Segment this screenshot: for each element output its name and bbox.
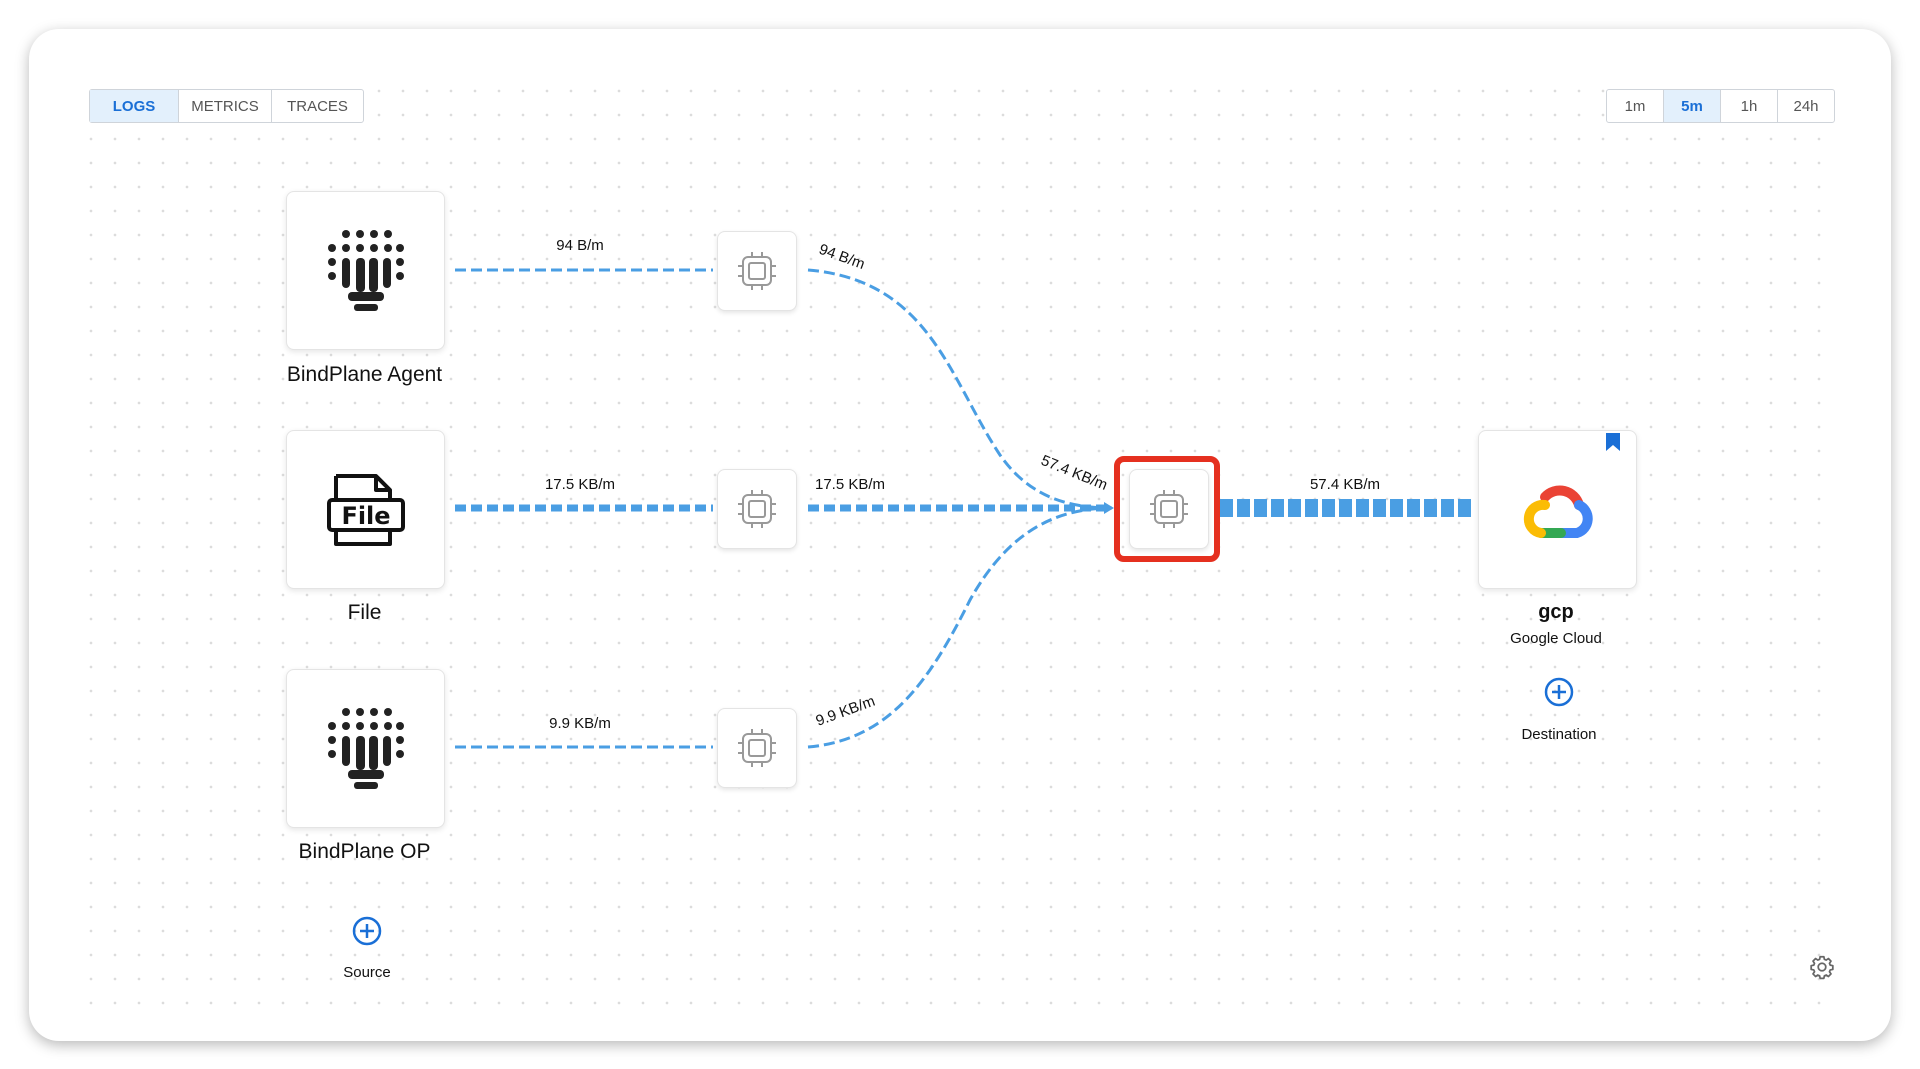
rate-label-file: 17.5 KB/m xyxy=(545,476,615,493)
source-node-bindplane-op[interactable] xyxy=(286,669,445,828)
tab-logs[interactable]: LOGS xyxy=(90,90,179,122)
edge-arrow-icon xyxy=(1104,502,1114,514)
bindplane-logo-icon xyxy=(327,229,404,311)
add-destination-button[interactable] xyxy=(1544,677,1574,707)
add-source-label: Source xyxy=(343,964,391,981)
processor-chip-icon xyxy=(1150,490,1188,528)
add-destination-label: Destination xyxy=(1521,726,1597,743)
tab-traces[interactable]: TRACES xyxy=(287,97,348,115)
rate-label-processor1: 94 B/m xyxy=(817,241,867,273)
rate-label-merge: 57.4 KB/m xyxy=(1039,452,1110,494)
processor-node-1[interactable] xyxy=(717,231,797,311)
source-label-file: File xyxy=(347,601,382,624)
processor-chip-icon xyxy=(738,252,776,290)
rate-label-processor3: 9.9 KB/m xyxy=(814,693,878,730)
destination-node-gcp[interactable] xyxy=(1478,430,1637,589)
source-label-bindplane-agent: BindPlane Agent xyxy=(286,363,443,386)
range-1m[interactable]: 1m xyxy=(1607,90,1664,122)
processor-node-2[interactable] xyxy=(717,469,797,549)
range-5m[interactable]: 5m xyxy=(1664,90,1721,122)
range-24h[interactable]: 24h xyxy=(1793,97,1819,115)
rate-label-op: 9.9 KB/m xyxy=(549,715,611,732)
settings-gear-icon[interactable] xyxy=(1809,954,1835,980)
range-1h[interactable]: 1h xyxy=(1721,90,1778,122)
svg-text:File: File xyxy=(341,502,390,530)
selection-highlight xyxy=(1114,456,1220,562)
time-range-selector: 1m 5m 1h 24h xyxy=(1606,89,1835,123)
telemetry-type-tabs: LOGS METRICS TRACES xyxy=(89,89,364,123)
processor-chip-icon xyxy=(738,729,776,767)
source-node-bindplane-agent[interactable] xyxy=(286,191,445,350)
edge-processor1-to-merge xyxy=(807,268,1113,510)
bindplane-logo-icon xyxy=(327,707,404,789)
source-node-file[interactable]: File xyxy=(286,430,445,589)
bookmark-icon[interactable] xyxy=(1606,433,1620,451)
rate-label-processor2: 17.5 KB/m xyxy=(815,476,885,493)
destination-label-type: Google Cloud xyxy=(1510,630,1602,647)
google-cloud-icon xyxy=(1523,485,1593,538)
file-icon: File xyxy=(326,473,405,546)
source-label-bindplane-op: BindPlane OP xyxy=(298,840,431,863)
rate-label-agent: 94 B/m xyxy=(556,237,604,254)
rate-label-destination: 57.4 KB/m xyxy=(1310,476,1380,493)
edge-processor3-to-merge xyxy=(807,506,1113,749)
destination-label-name: gcp xyxy=(1538,601,1574,623)
processor-node-destination[interactable] xyxy=(1129,469,1209,549)
add-source-button[interactable] xyxy=(352,916,382,946)
tab-metrics[interactable]: METRICS xyxy=(179,90,272,122)
processor-chip-icon xyxy=(738,490,776,528)
processor-node-3[interactable] xyxy=(717,708,797,788)
